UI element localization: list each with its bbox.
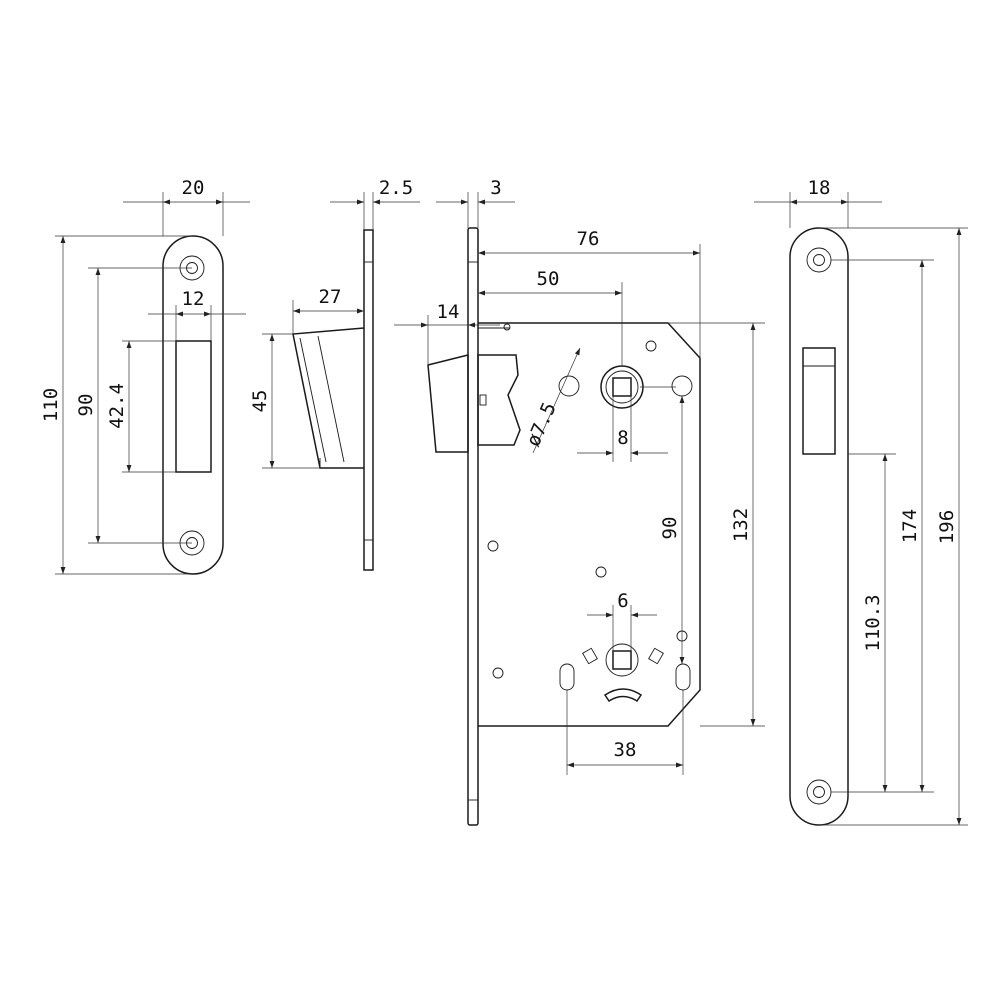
dim-label-faceplate-height: 196 bbox=[936, 510, 958, 544]
faceplate bbox=[789, 227, 849, 826]
dim-label-strike-slot-width: 12 bbox=[182, 288, 205, 310]
dim-label-backset: 50 bbox=[537, 268, 560, 290]
spindle-square bbox=[612, 377, 632, 397]
latch-bolt-profile bbox=[292, 327, 365, 469]
dim-label-strike-slot-height: 42.4 bbox=[106, 383, 128, 429]
strike-plate bbox=[162, 235, 224, 575]
faceplate-top-screw-hole-outer bbox=[806, 247, 832, 273]
spindle-hub-inner bbox=[605, 370, 639, 404]
faceplate-bottom-screw-hole-outer bbox=[806, 779, 832, 805]
faceplate-latch-opening bbox=[802, 347, 836, 455]
dim-label-spindle-to-fixing: 90 bbox=[659, 517, 681, 540]
dim-label-front-plate-thickness: 3 bbox=[490, 177, 501, 199]
dim-label-strike-width: 20 bbox=[182, 177, 205, 199]
dim-label-faceplate-width: 18 bbox=[808, 177, 831, 199]
privacy-hub bbox=[605, 643, 639, 677]
dim-label-privacy-hole-pitch: 38 bbox=[614, 739, 637, 761]
dim-line-fixing-hole-diameter bbox=[532, 347, 581, 454]
dim-label-latch-height: 45 bbox=[249, 390, 271, 413]
strike-plate-view: 20 110 90 12 42.4 bbox=[40, 177, 250, 575]
privacy-slot-right bbox=[675, 663, 691, 691]
privacy-tab-left bbox=[582, 647, 598, 665]
body-latch-bolt bbox=[427, 354, 469, 453]
privacy-square bbox=[612, 650, 632, 670]
rivet bbox=[487, 540, 499, 552]
latch-cam bbox=[477, 354, 521, 446]
dim-label-latch-to-hole: 110.3 bbox=[862, 594, 884, 651]
fixing-hole-left bbox=[558, 375, 580, 397]
lock-case bbox=[478, 322, 701, 727]
latch-side-view: 2.5 27 45 bbox=[249, 177, 420, 571]
dim-label-strike-hole-pitch: 90 bbox=[75, 394, 97, 417]
dim-label-strike-height: 110 bbox=[40, 388, 62, 422]
dim-label-privacy-square: 6 bbox=[617, 590, 628, 612]
dim-label-case-height: 132 bbox=[730, 508, 752, 542]
privacy-indicator bbox=[603, 688, 643, 703]
dim-label-latch-projection: 14 bbox=[437, 301, 460, 323]
dim-label-latch-plate-thickness: 2.5 bbox=[379, 177, 413, 199]
fixing-hole-right bbox=[671, 375, 693, 397]
strike-latch-slot bbox=[175, 340, 212, 473]
latch-plate-profile bbox=[363, 229, 374, 571]
dim-label-spindle-square: 8 bbox=[617, 427, 628, 449]
privacy-slot-left bbox=[559, 663, 575, 691]
rivet bbox=[645, 340, 657, 352]
rivet bbox=[492, 667, 504, 679]
front-plate bbox=[467, 227, 479, 826]
rivet bbox=[595, 566, 607, 578]
faceplate-front-view: 18 196 174 110.3 bbox=[754, 177, 968, 826]
dim-label-latch-depth: 27 bbox=[319, 286, 342, 308]
spindle-hub-outer bbox=[600, 365, 644, 409]
dim-label-faceplate-hole-pitch: 174 bbox=[899, 509, 921, 543]
faceplate-top-screw-hole-inner bbox=[813, 254, 825, 266]
dim-label-fixing-hole-diameter: ø7.5 bbox=[522, 399, 561, 450]
faceplate-bottom-screw-hole-inner bbox=[813, 786, 825, 798]
lock-body-view: 3 76 50 14 ø7.5 8 90 132 bbox=[394, 177, 765, 826]
dim-label-case-depth: 76 bbox=[577, 228, 600, 250]
privacy-tab-right bbox=[648, 647, 664, 665]
